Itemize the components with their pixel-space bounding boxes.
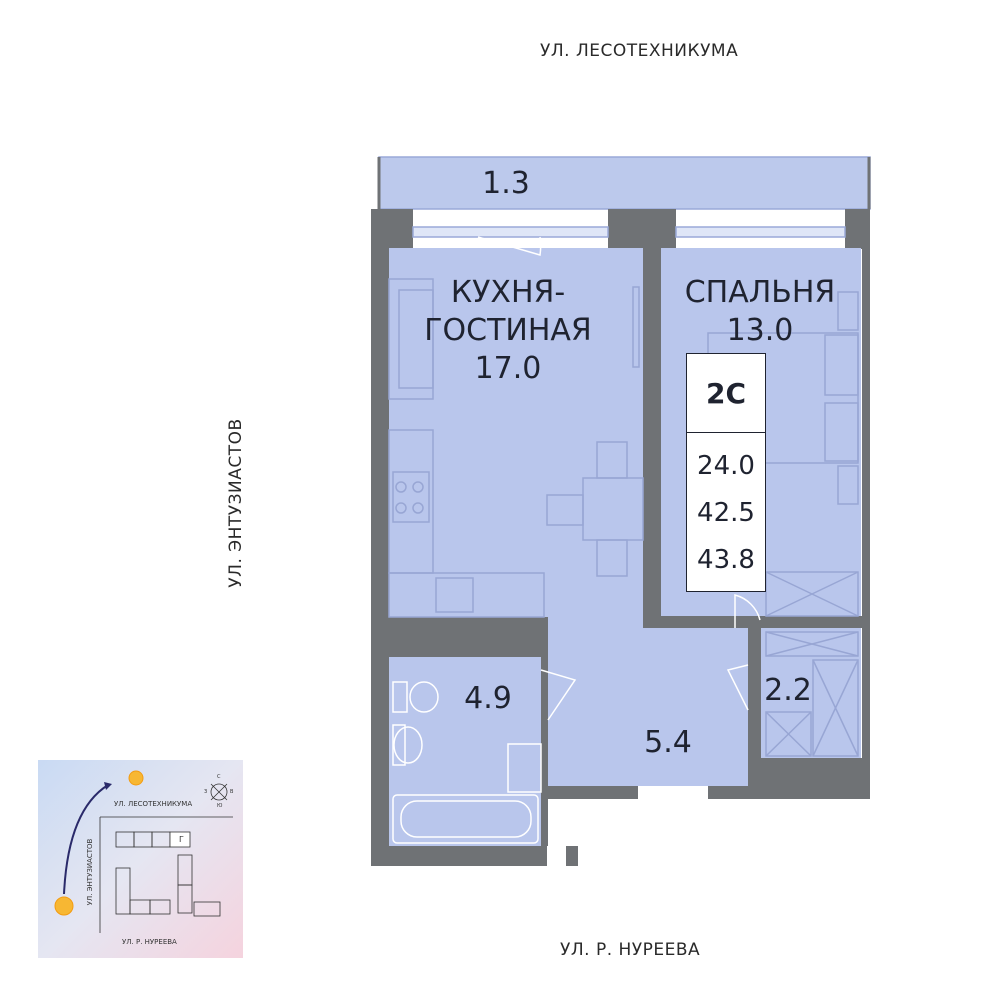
street-label-bottom: УЛ. Р. НУРЕЕВА (560, 940, 701, 960)
total-area: 42.5 (697, 498, 755, 528)
minimap-buildings (115, 831, 221, 917)
apartment-card: 2С 24.0 42.5 43.8 (686, 353, 766, 592)
compass-north: С (217, 774, 221, 780)
compass-east: В (230, 789, 234, 795)
living-area: 24.0 (697, 451, 755, 481)
minimap-marker: Г (179, 835, 184, 844)
kitchen-area: 17.0 (475, 351, 542, 386)
storage-area: 2.2 (764, 673, 812, 708)
bedroom-area: 13.0 (727, 313, 794, 348)
balcony-area: 1.3 (482, 166, 530, 201)
compass-south: Ю (217, 803, 223, 809)
room-bathroom (389, 657, 541, 846)
hall-area: 5.4 (644, 725, 692, 760)
total-area-with-balcony: 43.8 (697, 545, 755, 575)
sun-icon-top (128, 770, 144, 786)
sun-path-arrow (63, 784, 109, 895)
bedroom-label: СПАЛЬНЯ (685, 275, 836, 310)
apartment-type: 2С (687, 354, 765, 433)
compass-icon (210, 783, 228, 801)
bathroom-area: 4.9 (464, 681, 512, 716)
minimap-bottom-street: УЛ. Р. НУРЕЕВА (122, 938, 177, 946)
kitchen-label-line1: КУХНЯ- (451, 275, 565, 310)
street-label-top: УЛ. ЛЕСОТЕХНИКУМА (540, 41, 739, 61)
minimap-left-street: УЛ. ЭНТУЗИАСТОВ (86, 838, 94, 906)
kitchen-label-line2: ГОСТИНАЯ (424, 313, 592, 348)
room-kitchen-living (389, 248, 643, 617)
balcony (378, 156, 871, 210)
compass-west: З (204, 789, 208, 795)
sun-icon-bottom (54, 896, 74, 916)
site-minimap: УЛ. ЛЕСОТЕХНИКУМА УЛ. ЭНТУЗИАСТОВ УЛ. Р.… (38, 760, 243, 958)
minimap-top-street: УЛ. ЛЕСОТЕХНИКУМА (114, 800, 193, 808)
room-hall (548, 617, 748, 786)
apartment-areas: 24.0 42.5 43.8 (687, 433, 765, 584)
